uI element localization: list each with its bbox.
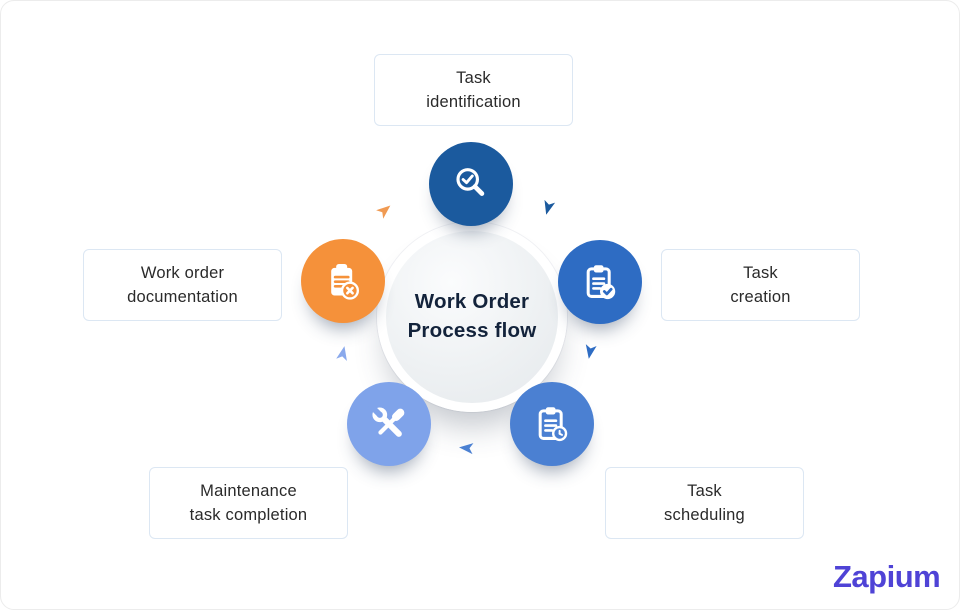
label-task-identification: Task identification <box>374 54 573 126</box>
node-task-creation <box>558 240 642 324</box>
label-task-creation: Task creation <box>661 249 860 321</box>
label-line: creation <box>730 288 791 306</box>
label-line: task completion <box>189 506 308 524</box>
label-line: Task <box>456 68 491 87</box>
flow-arrow-documentation-to-identification-icon <box>376 205 391 219</box>
label-line: scheduling <box>664 506 745 524</box>
clipboard-check-icon <box>586 265 616 300</box>
central-hub: Work Order Process flow <box>377 222 567 412</box>
clipboard-clock-icon <box>538 407 568 442</box>
label-line: Task <box>743 263 778 282</box>
label-line: documentation <box>127 288 238 306</box>
label-line: identification <box>426 93 521 111</box>
label-task-scheduling: Task scheduling <box>605 467 804 539</box>
label-work-order-documentation: Work order documentation <box>83 249 282 321</box>
flow-arrow-completion-to-documentation-icon <box>336 346 347 361</box>
flow-arrow-identification-to-creation-icon <box>544 199 556 215</box>
label-line: Maintenance <box>200 481 297 500</box>
label-maintenance-task-completion: Maintenance task completion <box>149 467 348 539</box>
node-work-order-documentation <box>301 239 385 323</box>
flow-arrow-scheduling-to-completion-icon <box>459 443 474 455</box>
node-maintenance-task-completion <box>347 382 431 466</box>
hub-title-line2: Process flow <box>407 319 537 342</box>
zapium-logo: Zapium <box>833 559 941 594</box>
clipboard-x-icon <box>331 263 360 300</box>
tools-icon <box>368 403 405 437</box>
hub-title-line1: Work Order <box>414 290 530 314</box>
label-line: Work order <box>140 263 225 282</box>
flow-arrow-creation-to-scheduling-icon <box>585 344 597 359</box>
search-check-icon <box>456 168 485 196</box>
node-task-identification <box>429 142 513 226</box>
label-line: Task <box>687 481 722 500</box>
node-task-scheduling <box>510 382 594 466</box>
